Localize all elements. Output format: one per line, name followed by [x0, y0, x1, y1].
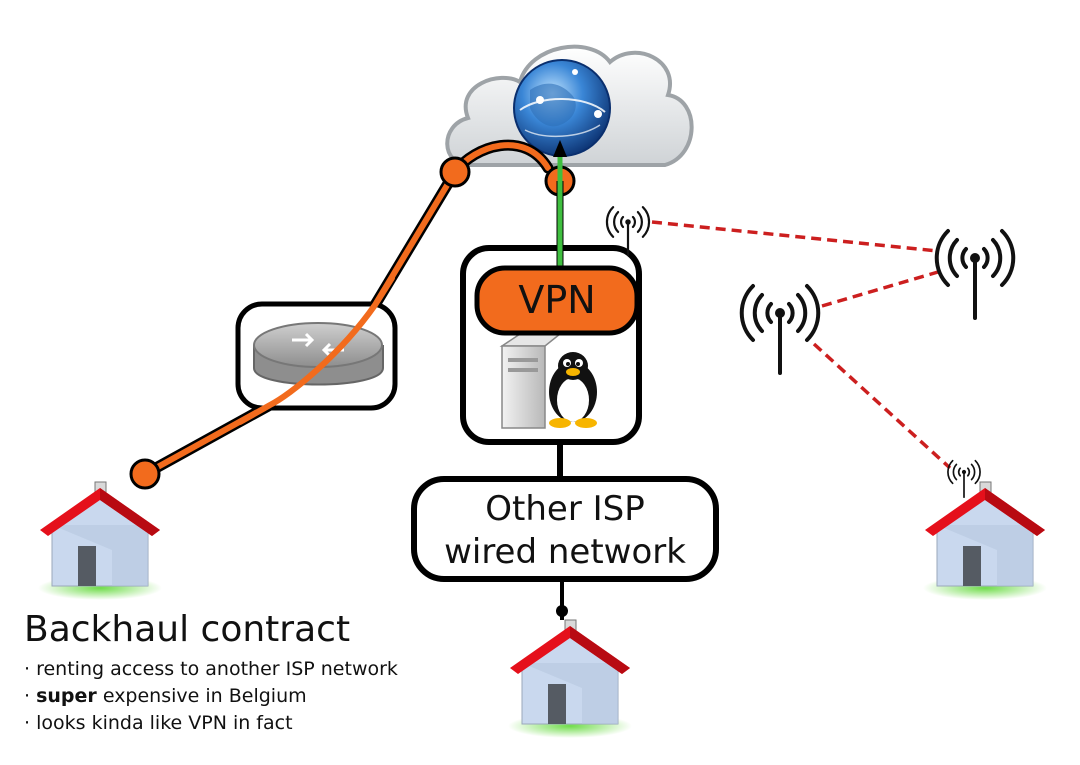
house-right-icon	[922, 481, 1048, 601]
caption-item-2: · super expensive in Belgium	[24, 683, 398, 710]
isp-house-node	[556, 605, 568, 617]
caption-item-3: · looks kinda like VPN in fact	[24, 710, 398, 737]
bullet: ·	[24, 685, 31, 707]
isp-network-box: Other ISP wired network	[411, 476, 719, 582]
linux-penguin-icon	[549, 352, 597, 428]
antenna-house-icon	[947, 459, 981, 499]
caption-item-1-text: renting access to another ISP network	[36, 658, 398, 680]
vpn-pill: VPN	[474, 265, 640, 336]
house-left-icon	[37, 481, 163, 601]
vpn-label: VPN	[518, 278, 595, 322]
bullet: ·	[24, 712, 31, 734]
router-icon	[253, 322, 384, 386]
antenna-middle-icon	[739, 284, 821, 375]
isp-box-line2: wired network	[444, 532, 686, 572]
vpn-arrowhead	[553, 140, 567, 157]
caption-item-2-bold: super	[36, 685, 97, 707]
caption-item-1: · renting access to another ISP network	[24, 656, 398, 683]
caption-item-2-text: expensive in Belgium	[96, 685, 307, 707]
backhaul-path-over-router	[237, 275, 395, 425]
backhaul-node-upper	[439, 156, 471, 188]
wireless-links	[651, 220, 952, 470]
bullet: ·	[24, 658, 31, 680]
caption-title: Backhaul contract	[24, 609, 351, 650]
caption-item-3-text: looks kinda like VPN in fact	[36, 712, 293, 734]
backhaul-endpoint-house	[129, 458, 161, 490]
server-icon	[499, 333, 563, 429]
isp-box-line1: Other ISP	[485, 489, 644, 529]
globe-icon	[513, 59, 611, 157]
antenna-right-icon	[934, 229, 1016, 320]
backhaul-caption: Backhaul contract · renting access to an…	[24, 608, 398, 737]
house-bottom-icon	[507, 619, 633, 739]
